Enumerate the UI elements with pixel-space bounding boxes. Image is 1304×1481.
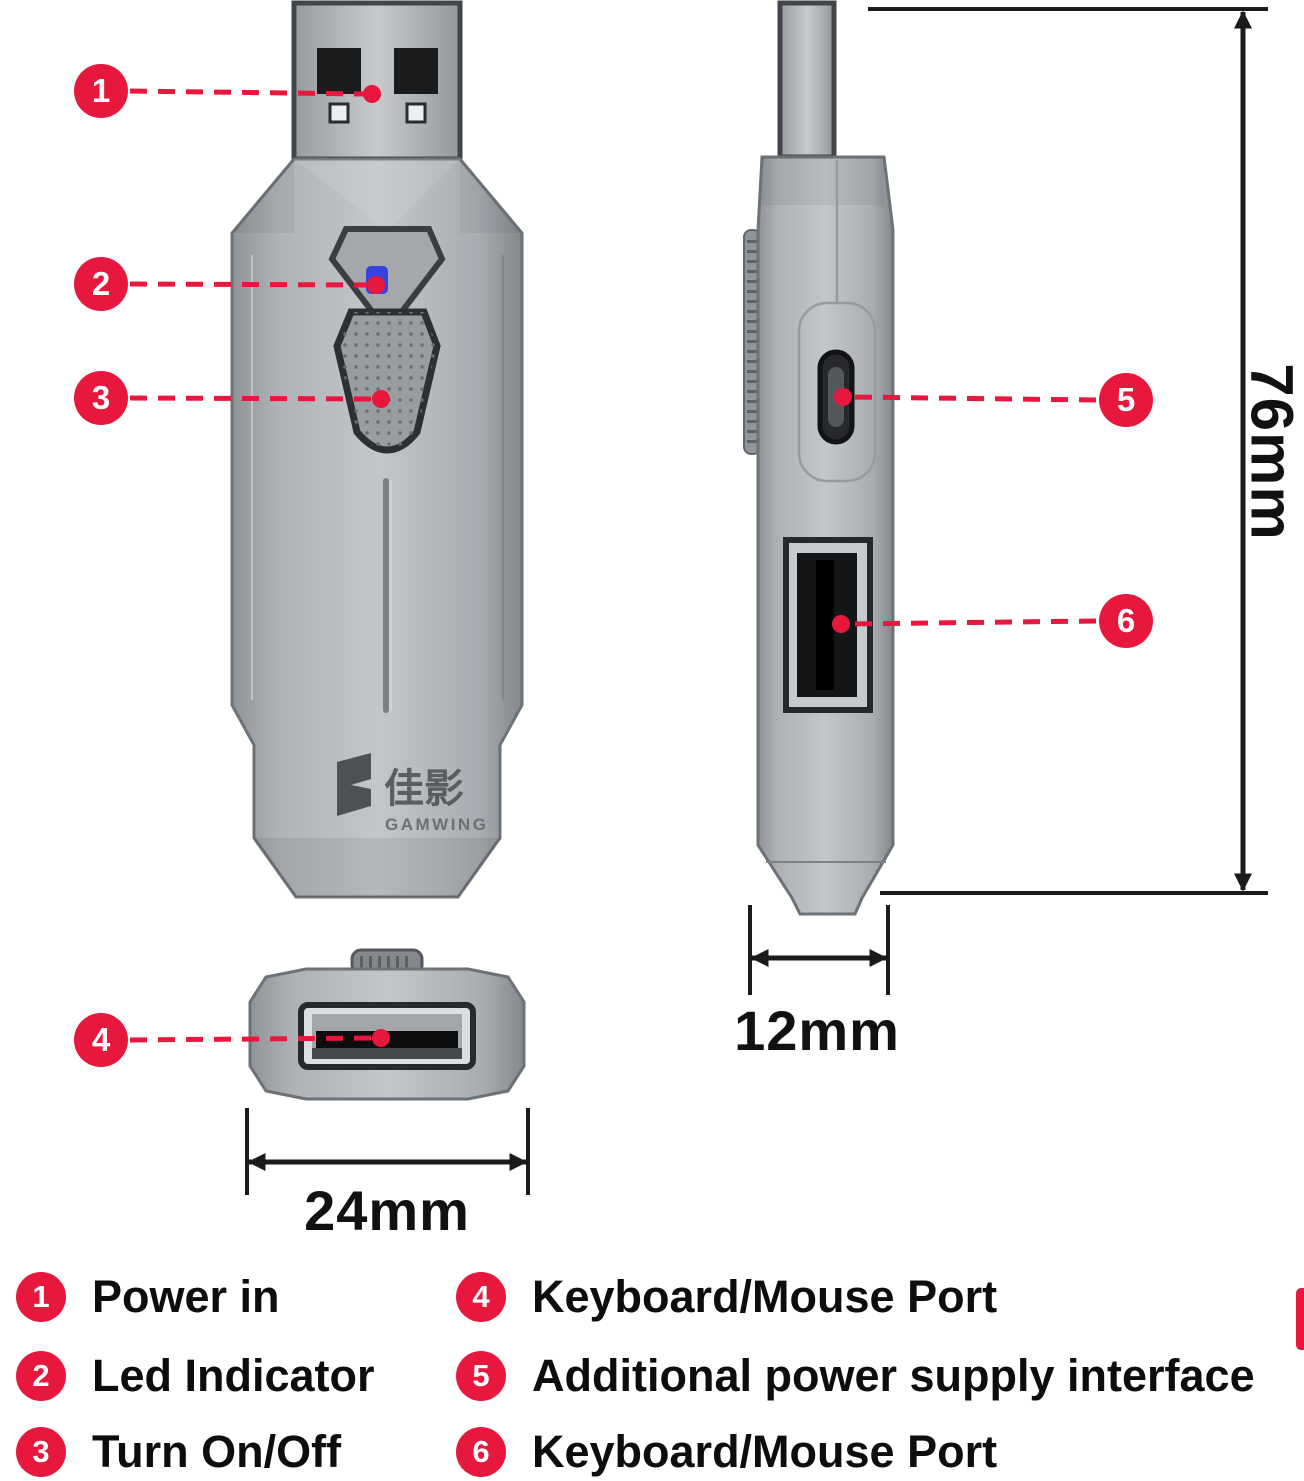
callout-line-5 bbox=[847, 394, 1097, 403]
legend-label-4: Keyboard/Mouse Port bbox=[532, 1271, 998, 1322]
legend-badge-4: 4 bbox=[456, 1272, 506, 1322]
brand-logo: 佳影 GAMWING bbox=[337, 753, 488, 834]
usb-hole-right bbox=[405, 102, 427, 124]
usb-contact-right bbox=[394, 48, 438, 94]
dimension-height-label: 76mm bbox=[1239, 363, 1304, 541]
legend-badge-2: 2 bbox=[16, 1351, 66, 1401]
brand-logo-mark bbox=[337, 753, 371, 816]
callout-badge-5: 5 bbox=[1099, 373, 1153, 427]
edge-red-artifact bbox=[1296, 1288, 1304, 1350]
dimension-width-label: 24mm bbox=[304, 1178, 470, 1242]
callout-line-6 bbox=[845, 618, 1097, 627]
dimension-depth-label: 12mm bbox=[734, 998, 900, 1062]
callout-badge-6: 6 bbox=[1099, 594, 1153, 648]
callout-badge-4: 4 bbox=[74, 1013, 128, 1067]
front-view: 佳影 GAMWING bbox=[230, 0, 524, 899]
callout-dots bbox=[363, 85, 852, 1047]
legend-badge-5: 5 bbox=[456, 1351, 506, 1401]
callout-lines bbox=[129, 88, 1097, 1043]
legend-item-4: 4 Keyboard/Mouse Port bbox=[456, 1269, 997, 1325]
usb-contact-left bbox=[317, 48, 361, 94]
legend-label-2: Led Indicator bbox=[92, 1350, 375, 1401]
side-view bbox=[743, 0, 895, 916]
callout-badge-1: 1 bbox=[74, 64, 128, 118]
legend-label-5: Additional power supply interface bbox=[532, 1350, 1255, 1401]
callout-line-2 bbox=[129, 281, 371, 288]
front-body bbox=[230, 157, 524, 899]
brand-logo-en: GAMWING bbox=[385, 815, 488, 834]
legend-item-5: 5 Additional power supply interface bbox=[456, 1348, 1255, 1404]
bottom-view bbox=[248, 948, 526, 1101]
legend-label-6: Keyboard/Mouse Port bbox=[532, 1426, 998, 1477]
callout-badge-3: 3 bbox=[74, 371, 128, 425]
dimension-lines bbox=[245, 7, 1268, 1195]
callout-line-1 bbox=[129, 88, 367, 97]
front-groove bbox=[383, 478, 389, 713]
callout-line-4 bbox=[129, 1035, 377, 1043]
legend-label-3: Turn On/Off bbox=[92, 1426, 342, 1477]
brand-logo-cn: 佳影 bbox=[384, 767, 464, 811]
usb-hole-left bbox=[328, 102, 350, 124]
callout-line-3 bbox=[129, 395, 377, 402]
legend-item-3: 3 Turn On/Off bbox=[16, 1424, 341, 1480]
legend-badge-1: 1 bbox=[16, 1272, 66, 1322]
legend-badge-6: 6 bbox=[456, 1427, 506, 1477]
legend-item-1: 1 Power in bbox=[16, 1269, 280, 1325]
legend-label-1: Power in bbox=[92, 1271, 280, 1322]
side-body bbox=[756, 155, 895, 916]
side-usb-plug bbox=[777, 0, 837, 160]
legend-badge-3: 3 bbox=[16, 1427, 66, 1477]
legend-item-2: 2 Led Indicator bbox=[16, 1348, 375, 1404]
legend-item-6: 6 Keyboard/Mouse Port bbox=[456, 1424, 997, 1480]
callout-badge-2: 2 bbox=[74, 257, 128, 311]
